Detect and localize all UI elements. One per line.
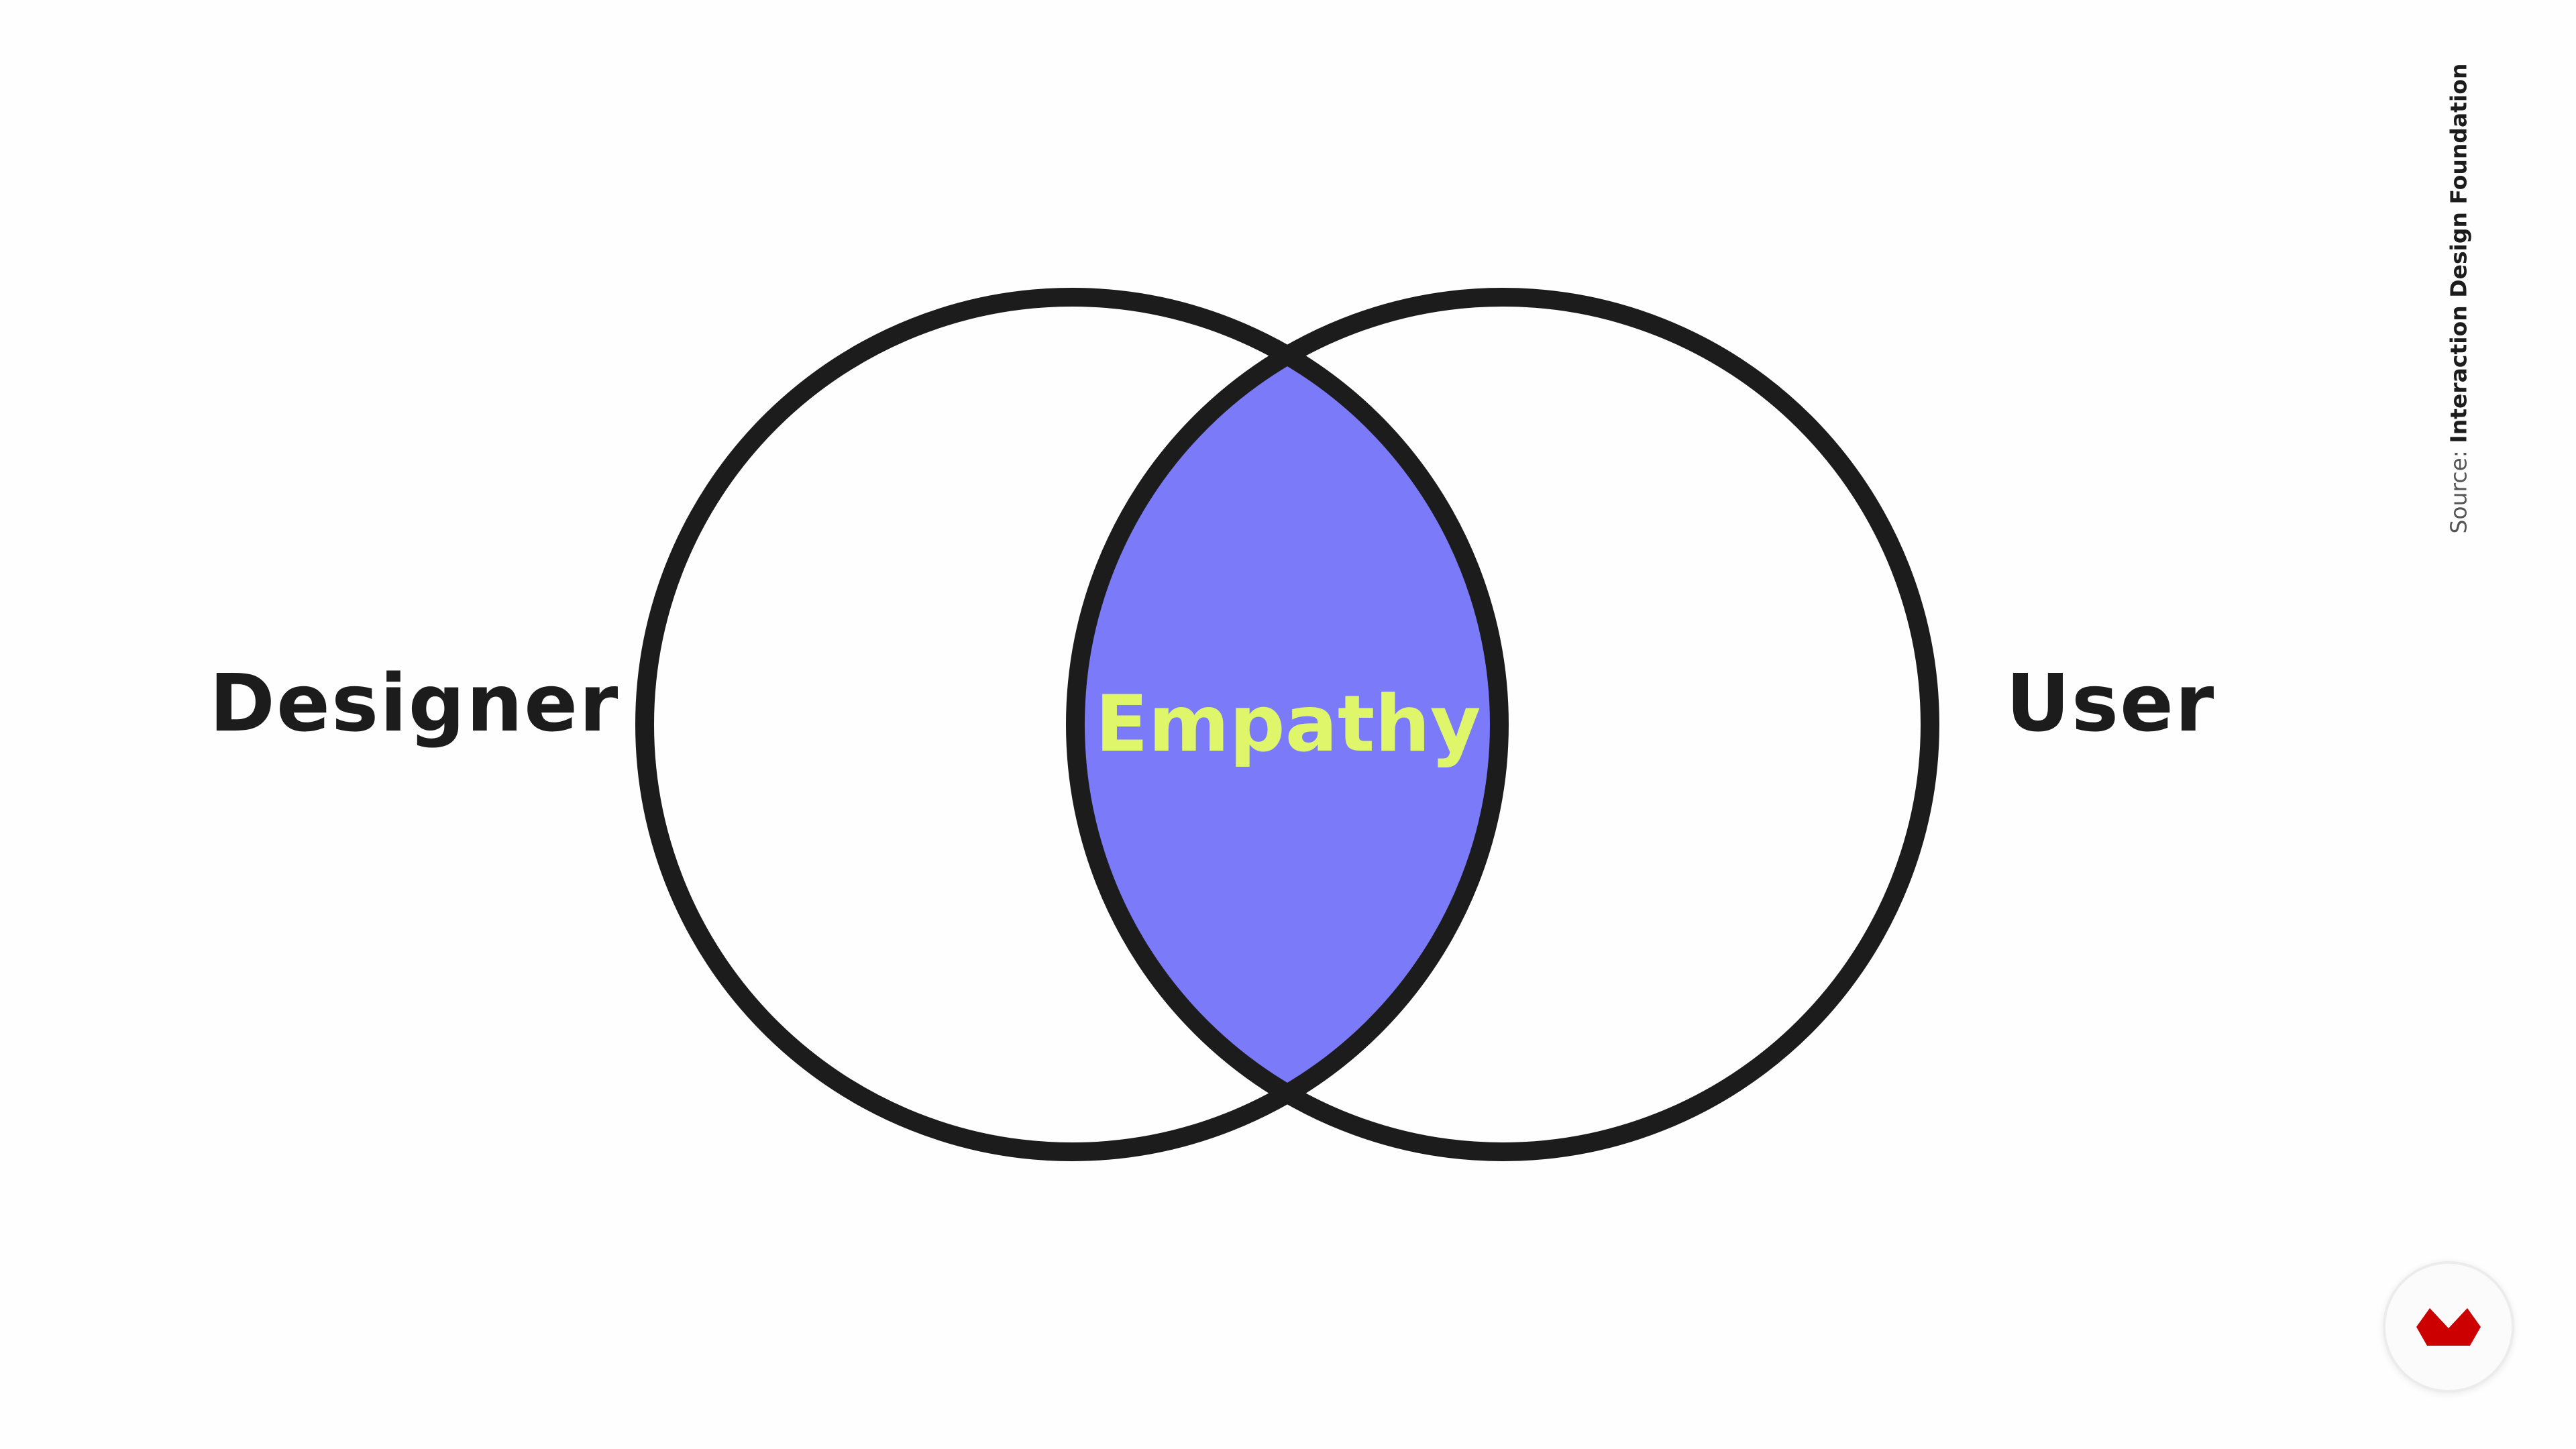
logo-badge <box>2383 1261 2514 1393</box>
empathy-label: Empathy <box>1095 679 1481 769</box>
designer-label: Designer <box>209 657 620 749</box>
user-circle <box>1066 288 1939 1161</box>
source-prefix: Source: <box>2445 450 2472 534</box>
brand-logo-icon <box>2416 1308 2481 1346</box>
user-label: User <box>2006 657 2216 749</box>
overlap-region <box>1075 297 1499 1152</box>
source-name: Interaction Design Foundation <box>2445 63 2472 443</box>
designer-circle <box>635 288 1509 1161</box>
source-credit: Source: Interaction Design Foundation <box>2442 63 2475 534</box>
